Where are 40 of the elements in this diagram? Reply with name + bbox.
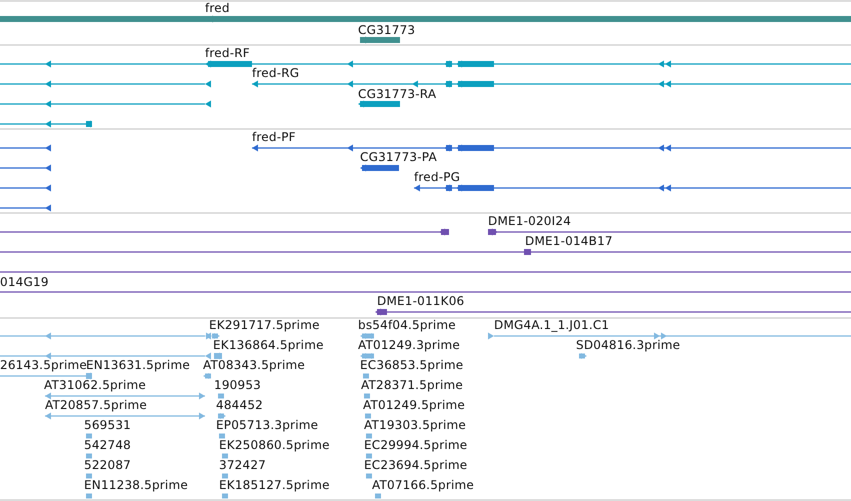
feature-label: CG31773 — [358, 23, 416, 37]
feature-label: AT01249.3prime — [358, 338, 460, 352]
feature-label: AT01249.5prime — [363, 398, 465, 412]
feature-label: fred-PG — [414, 170, 460, 184]
feature-label: 014G19 — [0, 275, 49, 289]
feature-label: fred-RG — [252, 66, 300, 80]
feature-label: 542748 — [84, 438, 132, 452]
feature-label: fred — [205, 1, 230, 15]
feature-label: DME1-020I24 — [488, 214, 572, 228]
feature-label: 484452 — [216, 398, 264, 412]
feature-label: DME1-011K06 — [377, 294, 464, 308]
feature-label: AT08343.5prime — [203, 358, 305, 372]
feature-label: EK291717.5prime — [209, 318, 320, 332]
feature-label: AT28371.5prime — [361, 378, 463, 392]
feature-label: EP05713.3prime — [216, 418, 318, 432]
feature-label: EK250860.5prime — [219, 438, 330, 452]
feature-label: AT20857.5prime — [45, 398, 147, 412]
feature-label: EN11238.5prime — [84, 478, 188, 492]
feature-label: 372427 — [219, 458, 266, 472]
feature-label: AT19303.5prime — [364, 418, 466, 432]
feature-label: EC23694.5prime — [364, 458, 468, 472]
feature-label: bs54f04.5prime — [358, 318, 456, 332]
feature-label: CG31773-PA — [360, 150, 437, 164]
feature-label: EC29994.5prime — [364, 438, 468, 452]
feature-label: 26143.5prime — [0, 358, 87, 372]
feature-label: AT31062.5prime — [44, 378, 146, 392]
feature-label: EK136864.5prime — [213, 338, 324, 352]
feature-label: 190953 — [214, 378, 262, 392]
feature-label: SD04816.3prime — [576, 338, 680, 352]
feature-label: 569531 — [84, 418, 132, 432]
feature-label: EN13631.5prime — [86, 358, 190, 372]
feature-label: AT07166.5prime — [372, 478, 474, 492]
feature-label: CG31773-RA — [358, 87, 436, 101]
feature-label: fred-PF — [252, 130, 296, 144]
feature-label: DME1-014B17 — [525, 234, 613, 248]
feature-label: 522087 — [84, 458, 132, 472]
feature-label: EK185127.5prime — [219, 478, 330, 492]
feature-label: DMG4A.1_1.J01.C1 — [494, 318, 610, 332]
feature-label: EC36853.5prime — [360, 358, 464, 372]
feature-label: fred-RF — [205, 46, 250, 60]
